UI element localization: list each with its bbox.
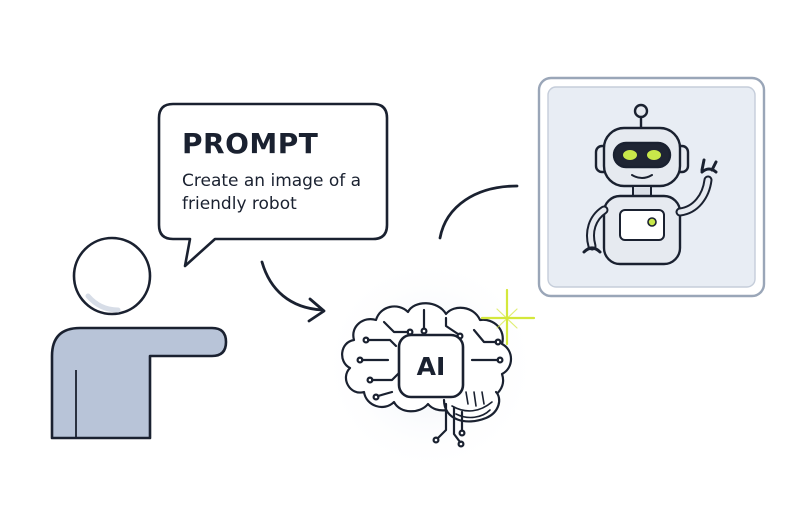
ai-chip-label: AI [417, 352, 446, 381]
speech-bubble [157, 102, 389, 268]
prompt-line-1: Create an image of a [182, 171, 362, 191]
sparkle-icon [480, 288, 536, 346]
prompt-line-2: friendly robot [182, 194, 297, 214]
ai-chip: AI [397, 333, 465, 399]
person-pointing-icon [50, 236, 228, 440]
output-arc [438, 184, 519, 240]
friendly-robot-icon [582, 103, 718, 266]
prompt-title: PROMPT [182, 127, 319, 160]
prompt-arrow [260, 260, 326, 323]
speech-bubble-text: PROMPT Create an image of a friendly rob… [182, 126, 382, 216]
robot-eye-left [623, 150, 637, 160]
robot-eye-right [647, 150, 661, 160]
